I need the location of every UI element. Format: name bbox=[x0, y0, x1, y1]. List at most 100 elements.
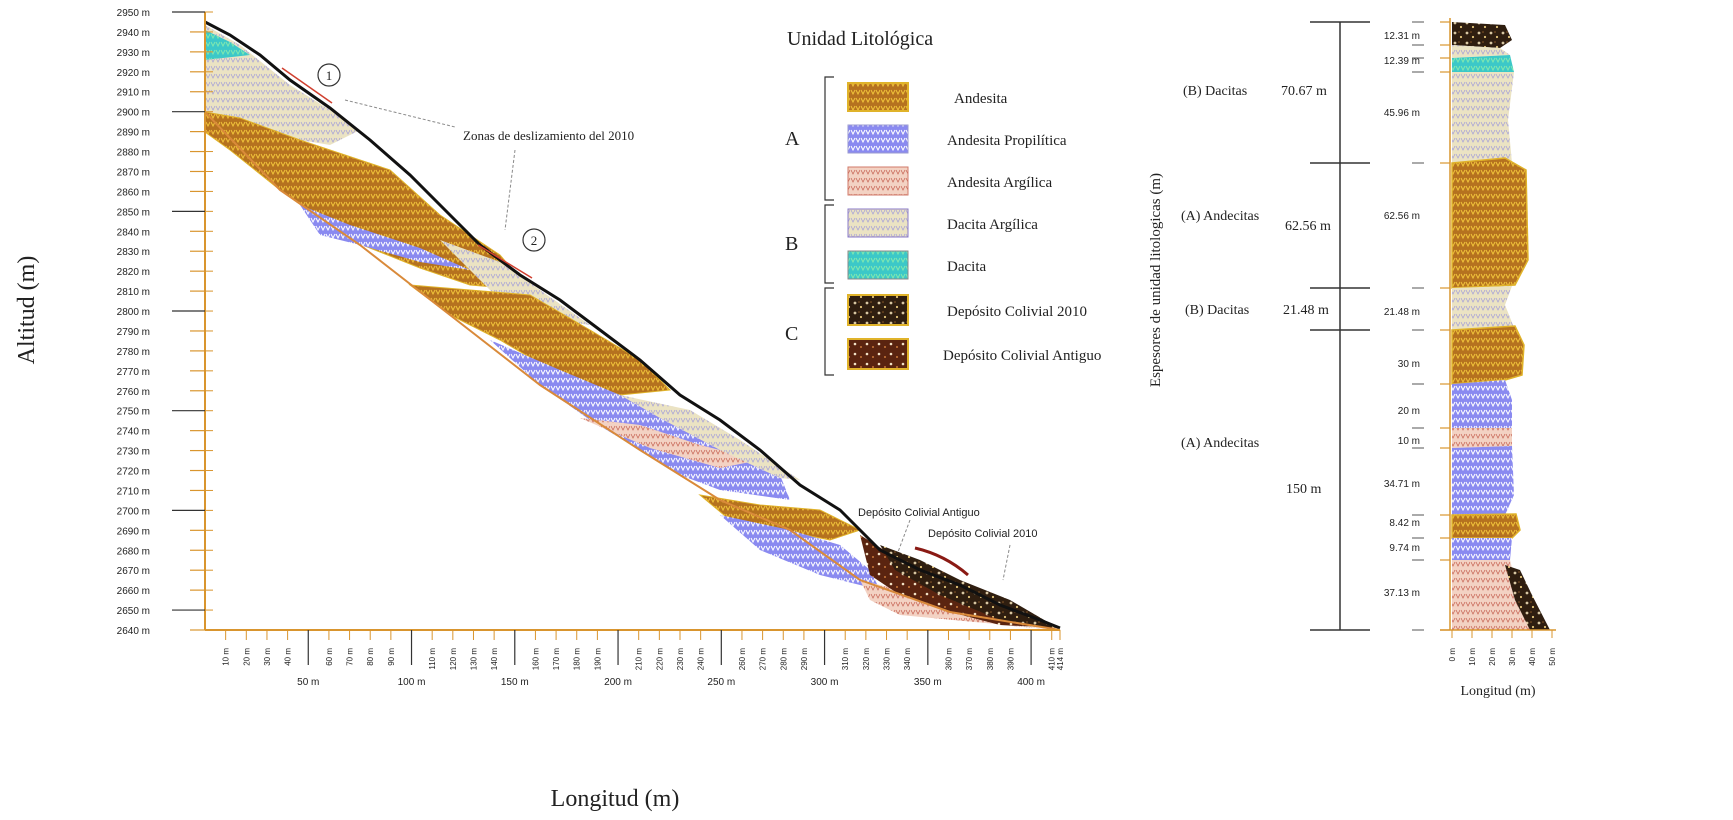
longitude-major-tick-label: 250 m bbox=[707, 677, 735, 688]
cross-section-layers bbox=[204, 25, 1060, 630]
column-layer-propilitica-2 bbox=[1452, 446, 1514, 515]
altitude-tick-label: 2670 m bbox=[117, 566, 150, 577]
legend-swatch-dacita-argilica bbox=[847, 208, 909, 238]
column-layer-andesita-1 bbox=[1451, 157, 1529, 289]
altitude-tick-label: 2780 m bbox=[117, 347, 150, 358]
longitude-small-tick-label: 390 m bbox=[1006, 648, 1015, 671]
leader-dep-antiguo bbox=[897, 519, 911, 553]
altitude-tick-label: 2850 m bbox=[117, 207, 150, 218]
altitude-tick-label: 2680 m bbox=[117, 546, 150, 557]
slide-zone-1-mark bbox=[281, 67, 333, 104]
altitude-tick-label: 2740 m bbox=[117, 427, 150, 438]
longitude-major-tick-label: 200 m bbox=[604, 677, 632, 688]
longitude-small-tick-label: 340 m bbox=[903, 648, 912, 671]
altitude-tick-label: 2830 m bbox=[117, 247, 150, 258]
legend-swatch-andesita bbox=[847, 82, 909, 112]
y-axis-title: Altitud (m) bbox=[14, 256, 40, 365]
column-layer-andesita-2 bbox=[1451, 325, 1525, 385]
column-unit-thickness-0: 70.67 m bbox=[1281, 84, 1327, 99]
altitude-tick-label: 2750 m bbox=[117, 407, 150, 418]
leader-dep-2010 bbox=[1002, 544, 1011, 581]
longitude-small-tick-label: 20 m bbox=[242, 648, 251, 666]
layer-propilitica-lower bbox=[720, 515, 880, 590]
legend-swatch-deposito-2010 bbox=[847, 294, 909, 326]
altitude-tick-label: 2900 m bbox=[117, 108, 150, 119]
longitude-major-tick-label: 100 m bbox=[398, 677, 426, 688]
longitude-major-tick-label: 400 m bbox=[1017, 677, 1045, 688]
longitude-small-tick-label: 160 m bbox=[531, 648, 540, 671]
longitude-small-tick-label: 220 m bbox=[655, 648, 664, 671]
column-x-tick-label: 0 m bbox=[1448, 648, 1457, 662]
legend-bracket-b bbox=[824, 204, 834, 284]
altitude-tick-label: 2820 m bbox=[117, 267, 150, 278]
column-unit-name-2: (B) Dacitas bbox=[1185, 303, 1249, 318]
longitude-small-tick-label: 230 m bbox=[676, 648, 685, 671]
longitude-small-tick-label: 260 m bbox=[738, 648, 747, 671]
layer-arg-bottom bbox=[860, 580, 1060, 630]
column-layer-label: 45.96 m bbox=[1384, 108, 1420, 119]
legend-bracket-c bbox=[824, 287, 834, 376]
column-layer-propilitica-1 bbox=[1452, 380, 1512, 428]
column-x-axis-title: Longitud (m) bbox=[1460, 684, 1535, 699]
legend: Unidad Litológica A B C Andesita Andesit… bbox=[785, 28, 1101, 376]
column-unit-thickness-1: 62.56 m bbox=[1285, 219, 1331, 234]
longitude-small-tick-label: 30 m bbox=[263, 648, 272, 666]
annotation-zonas-deslizamiento: Zonas de deslizamiento del 2010 bbox=[463, 128, 634, 143]
legend-swatch-andesita-propilitica bbox=[847, 124, 909, 154]
column-layer-label: 10 m bbox=[1398, 436, 1420, 447]
layer-arg-strip1 bbox=[580, 418, 760, 468]
longitude-small-tick-label: 320 m bbox=[862, 648, 871, 671]
longitude-small-tick-label: 130 m bbox=[469, 648, 478, 671]
terrain-surface-line bbox=[204, 20, 1061, 630]
column-unit-thickness-2: 21.48 m bbox=[1283, 303, 1329, 318]
column-unit-name-0: (B) Dacitas bbox=[1183, 84, 1247, 99]
column-x-tick-label: 50 m bbox=[1548, 648, 1557, 666]
column-layer-argilica-1 bbox=[1452, 428, 1512, 448]
column-layer-label: 8.42 m bbox=[1389, 518, 1420, 529]
longitude-small-tick-label: 120 m bbox=[449, 648, 458, 671]
leader-zonas-1 bbox=[344, 99, 456, 128]
longitude-small-tick-label: 380 m bbox=[986, 648, 995, 671]
column-layer-label: 21.48 m bbox=[1384, 307, 1420, 318]
column-layer-dacita-arg-1 bbox=[1452, 45, 1510, 58]
column-layer-deposit-top bbox=[1452, 22, 1512, 48]
column-layer-dacita-arg-3 bbox=[1452, 286, 1515, 330]
column-layer-label: 12.31 m bbox=[1384, 31, 1420, 42]
legend-title: Unidad Litológica bbox=[787, 28, 933, 50]
legend-label-dacita-argilica: Dacita Argílica bbox=[947, 217, 1038, 233]
altitude-tick-label: 2920 m bbox=[117, 68, 150, 79]
legend-label-andesita-propilitica: Andesita Propilítica bbox=[947, 133, 1067, 149]
altitude-tick-label: 2890 m bbox=[117, 128, 150, 139]
longitude-small-tick-label: 140 m bbox=[490, 648, 499, 671]
longitude-small-tick-label: 280 m bbox=[779, 648, 788, 671]
longitude-small-tick-label: 330 m bbox=[883, 648, 892, 671]
stratigraphic-column: Espesores de unidad litologicas (m) (B) … bbox=[1148, 18, 1557, 699]
layer-deposito-2010 bbox=[880, 545, 1058, 628]
legend-label-andesita-argilica: Andesita Argílica bbox=[947, 175, 1052, 191]
layer-propilitica-strip bbox=[300, 205, 470, 270]
legend-group-a: A bbox=[785, 128, 800, 150]
longitude-small-tick-label: 90 m bbox=[387, 648, 396, 666]
altitude-tick-label: 2840 m bbox=[117, 227, 150, 238]
longitude-small-tick-label: 190 m bbox=[593, 648, 602, 671]
leader-zonas-2 bbox=[504, 149, 516, 231]
longitude-major-tick-label: 50 m bbox=[297, 677, 319, 688]
altitude-tick-label: 2700 m bbox=[117, 506, 150, 517]
longitude-small-tick-label: 10 m bbox=[222, 648, 231, 666]
column-x-tick-label: 40 m bbox=[1528, 648, 1537, 666]
column-layer-label: 30 m bbox=[1398, 359, 1420, 370]
longitude-small-tick-label: 60 m bbox=[325, 648, 334, 666]
column-unit-name-1: (A) Andecitas bbox=[1181, 209, 1259, 224]
longitude-small-tick-label: 370 m bbox=[965, 648, 974, 671]
legend-label-deposito-2010: Depósito Colivial 2010 bbox=[947, 304, 1087, 320]
layer-dacita-top bbox=[205, 30, 250, 60]
altitude-tick-label: 2650 m bbox=[117, 606, 150, 617]
longitude-small-tick-label: 240 m bbox=[697, 648, 706, 671]
legend-bracket-a bbox=[824, 76, 834, 201]
column-layer-andesita-3 bbox=[1451, 513, 1521, 539]
longitude-small-tick-label: 80 m bbox=[366, 648, 375, 666]
layer-dacita-arg-mid bbox=[440, 240, 590, 325]
altitude-tick-label: 2710 m bbox=[117, 486, 150, 497]
